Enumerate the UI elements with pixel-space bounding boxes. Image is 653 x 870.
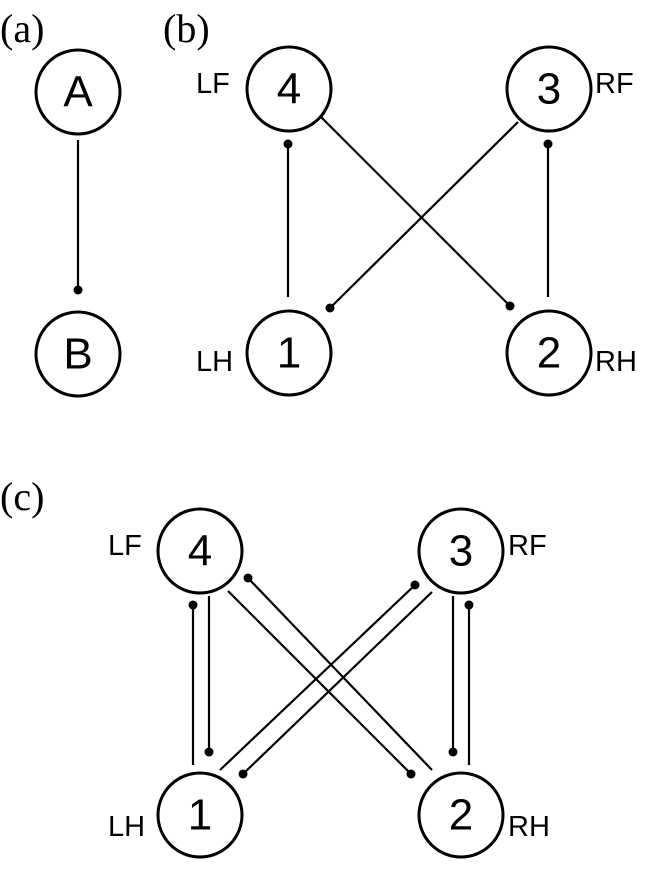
- edge-4-to-2-arrowhead: [505, 301, 515, 311]
- node-4-label: 4: [188, 527, 212, 576]
- node-3-label: 3: [537, 65, 561, 114]
- panel-a-label: (a): [0, 6, 44, 51]
- edge-1-to-3-arrowhead: [410, 580, 420, 590]
- node-1-label: 1: [277, 329, 301, 378]
- panel-b: (b) 4 3 1 2 LF RF LH RH: [163, 6, 637, 397]
- node-3-label: 3: [449, 527, 473, 576]
- leg-label-lf: LF: [196, 68, 230, 100]
- panel-a: (a) A B: [0, 6, 122, 398]
- edge-2-to-3-arrowhead: [464, 600, 474, 610]
- edge-3-to-1-arrowhead: [325, 303, 335, 313]
- panel-c-label: (c): [0, 474, 44, 519]
- leg-label-lh: LH: [196, 346, 233, 378]
- leg-label-rf: RF: [595, 68, 634, 100]
- panel-b-label: (b): [163, 6, 210, 51]
- node-4: [245, 45, 333, 133]
- edge-4-to-2-arrowhead: [406, 769, 416, 779]
- leg-label-rh: RH: [508, 811, 550, 843]
- leg-label-lh: LH: [108, 811, 145, 843]
- edge-3-to-2-arrowhead: [448, 747, 458, 757]
- edge-4-to-2: [227, 590, 412, 775]
- edge-2-to-4: [247, 577, 433, 771]
- node-1: [245, 309, 333, 397]
- leg-label-rh: RH: [595, 346, 637, 378]
- leg-label-rf: RF: [508, 530, 547, 562]
- edge-2-to-3-arrowhead: [543, 139, 553, 149]
- node-3: [505, 45, 593, 133]
- leg-label-lf: LF: [108, 530, 142, 562]
- node-3: [417, 507, 505, 595]
- node-4: [156, 507, 244, 595]
- edge-1-to-4-arrowhead: [283, 139, 293, 149]
- edge-3-to-1-arrowhead: [238, 769, 248, 779]
- edge-4-to-1-arrowhead: [204, 747, 214, 757]
- edge-3-to-1: [242, 591, 433, 775]
- edge-1-to-4-arrowhead: [188, 600, 198, 610]
- node-b: [34, 310, 122, 398]
- node-b-label: B: [63, 330, 92, 379]
- edge-1-to-3: [219, 584, 416, 771]
- node-4-label: 4: [277, 65, 301, 114]
- node-a-label: A: [63, 68, 93, 117]
- node-1-label: 1: [188, 791, 212, 840]
- edge-a-to-b-arrowhead: [73, 285, 83, 295]
- edge-4-to-2: [319, 115, 511, 307]
- node-a: [34, 48, 122, 136]
- node-2: [417, 771, 505, 859]
- edge-3-to-1: [329, 121, 519, 309]
- node-2-label: 2: [537, 329, 561, 378]
- panel-c: (c) 4 3 1 2 LF RF LH RH: [0, 474, 550, 859]
- node-2-label: 2: [449, 791, 473, 840]
- node-1: [156, 771, 244, 859]
- node-2: [505, 309, 593, 397]
- edge-2-to-4-arrowhead: [243, 573, 253, 583]
